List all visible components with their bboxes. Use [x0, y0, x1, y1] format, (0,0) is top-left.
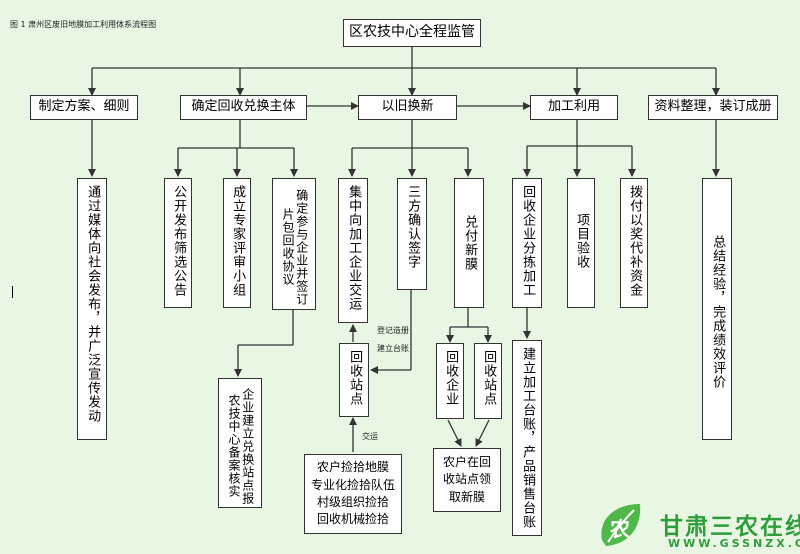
acceptance-text: 项目验收	[574, 213, 590, 269]
agreement-text: 确定参与企业并签订片包回收协议	[281, 188, 309, 306]
publicity-text: 通过媒体向社会发布，并广泛宣传发动	[85, 185, 101, 423]
source-village: 村级组织捡拾	[316, 495, 389, 509]
publicity-box: 通过媒体向社会发布，并广泛宣传发动	[77, 178, 107, 440]
expert-panel-text: 成立专家评审小组	[230, 185, 246, 297]
announcement-text: 公开发布筛选公告	[171, 185, 187, 297]
new-film-text: 兑付新膜	[462, 215, 478, 271]
recycle-station-text: 回收站点	[347, 350, 363, 406]
text-cursor	[12, 286, 13, 298]
recycle-enterprise-box: 回收企业	[436, 343, 464, 419]
source-machine: 回收机械捡拾	[316, 512, 389, 527]
svg-text:农: 农	[609, 517, 630, 541]
three-party-box: 三方确认签字	[397, 178, 427, 290]
subsidy-box: 拨付以奖代补资金	[620, 178, 648, 308]
announcement-box: 公开发布筛选公告	[164, 178, 192, 308]
new-film-box: 兑付新膜	[454, 178, 484, 308]
level1-subject-box: 确定回收兑换主体	[180, 95, 307, 120]
top-supervision-box: 区农技中心全程监管	[343, 19, 481, 47]
sorting-text: 回收企业分拣加工	[520, 185, 536, 297]
recycle-enterprise-text: 回收企业	[443, 350, 459, 406]
level1-processing-box: 加工利用	[530, 95, 618, 120]
expert-panel-box: 成立专家评审小组	[223, 178, 251, 308]
farmer-new-film-text: 农户在回收站点领取新膜	[442, 454, 491, 504]
station-filing-box: 企业建立兑换站点报农技中心备案核实	[218, 378, 262, 508]
ledger-box: 建立加工台账，产品销售台账	[512, 340, 542, 536]
station-filing-text: 企业建立兑换站点报农技中心备案核实	[227, 387, 255, 505]
recycle-station-text-2: 回收站点	[481, 350, 497, 406]
logo-url: WWW.GSSNZX.COM	[668, 537, 800, 550]
level1-exchange-box: 以旧换新	[358, 95, 457, 120]
acceptance-box: 项目验收	[567, 178, 595, 308]
figure-caption: 图 1 肃州区废旧地膜加工利用体系流程图	[10, 20, 157, 29]
note-delivery: 交运	[362, 432, 378, 441]
source-farmer: 农户捡拾地膜	[316, 460, 389, 475]
note-ledger: 建立台账	[377, 344, 409, 353]
farmer-new-film-box: 农户在回收站点领取新膜	[433, 448, 501, 512]
ledger-text: 建立加工台账，产品销售台账	[520, 347, 536, 529]
level1-plan-box: 制定方案、细则	[30, 95, 138, 120]
note-register: 登记造册	[377, 326, 409, 335]
logo-text: 甘肃三农在线	[660, 514, 800, 540]
subsidy-text: 拨付以奖代补资金	[627, 185, 643, 297]
leaf-logo-icon: 农	[601, 504, 641, 546]
recycle-station-box-2: 回收站点	[474, 343, 502, 419]
three-party-text: 三方确认签字	[405, 185, 421, 269]
recycle-station-box: 回收站点	[339, 343, 369, 417]
delivery-text: 集中向加工企业交运	[346, 185, 362, 311]
sorting-box: 回收企业分拣加工	[512, 178, 542, 308]
source-team: 专业化捡拾队伍	[310, 477, 395, 492]
level1-archive-box: 资料整理，装订成册	[648, 95, 778, 120]
evaluation-box: 总结经验，完成绩效评价	[702, 178, 732, 440]
collection-sources-box: 农户捡拾地膜 专业化捡拾队伍 村级组织捡拾 回收机械捡拾	[304, 454, 402, 534]
delivery-box: 集中向加工企业交运	[338, 178, 368, 323]
evaluation-text: 总结经验，完成绩效评价	[710, 235, 726, 389]
agreement-box: 确定参与企业并签订片包回收协议	[272, 178, 316, 310]
